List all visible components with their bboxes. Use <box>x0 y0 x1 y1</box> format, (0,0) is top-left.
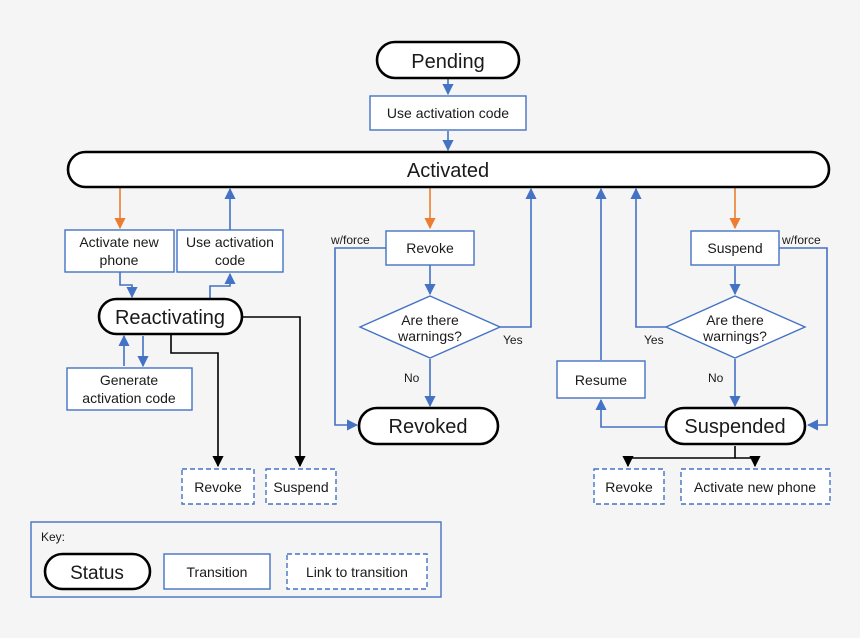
edge-label-yes-right: Yes <box>644 333 664 347</box>
edge-reactivating-to-suspend-link <box>243 316 306 468</box>
edge-reactivating-to-revoke-link <box>170 333 224 468</box>
legend-status: Status <box>43 552 152 591</box>
legend-transition-label: Transition <box>187 564 248 580</box>
link-revoke-from-reactivating[interactable]: Revoke <box>181 468 255 505</box>
edge-label-w-force-right: w/force <box>781 233 821 247</box>
status-reactivating-label: Reactivating <box>115 307 225 329</box>
link-revoke-from-reactivating-label: Revoke <box>194 479 242 495</box>
transition-suspend-label: Suspend <box>707 240 762 256</box>
status-reactivating: Reactivating <box>97 297 244 336</box>
status-revoked: Revoked <box>357 406 500 446</box>
transition-generate-line2: activation code <box>82 390 176 406</box>
connectors <box>114 79 828 468</box>
transition-use-activation-code-left: Use activation code <box>176 229 284 273</box>
edge-decision-left-yes-to-activated <box>500 187 537 328</box>
transition-activate-new-phone: Activate new phone <box>64 229 175 273</box>
transition-use-activation-code-left-line1: Use activation <box>186 234 274 250</box>
legend-link: Link to transition <box>286 553 428 590</box>
link-suspend-from-reactivating[interactable]: Suspend <box>265 468 337 505</box>
status-pending: Pending <box>375 40 521 80</box>
transition-use-activation-code-left-line2: code <box>215 252 246 268</box>
status-activated: Activated <box>66 150 831 189</box>
status-suspended: Suspended <box>664 406 807 446</box>
link-suspend-from-reactivating-label: Suspend <box>273 479 328 495</box>
transition-generate-activation-code: Generate activation code <box>66 367 193 411</box>
transition-use-activation-code-top: Use activation code <box>369 95 527 131</box>
link-activate-new-phone-from-suspended-label: Activate new phone <box>694 479 816 495</box>
link-revoke-from-suspended[interactable]: Revoke <box>593 468 665 505</box>
transition-revoke-label: Revoke <box>406 240 454 256</box>
edge-revoke-force-to-revoked <box>334 247 386 431</box>
transition-activate-new-phone-line1: Activate new <box>79 234 159 250</box>
decision-warnings-left-line1: Are there <box>401 312 459 328</box>
legend-status-label: Status <box>70 563 124 584</box>
edge-reactivating-to-use-code <box>209 272 236 300</box>
edge-activate-new-phone-to-reactivating <box>119 272 138 299</box>
status-activated-label: Activated <box>407 160 489 182</box>
decision-warnings-right-line2: warnings? <box>702 328 767 344</box>
decision-warnings-left: Are there warnings? <box>358 295 502 359</box>
edge-label-no-right: No <box>708 371 724 385</box>
transition-activate-new-phone-line2: phone <box>100 252 139 268</box>
edge-suspended-to-resume <box>595 398 666 428</box>
status-suspended-label: Suspended <box>684 416 785 438</box>
decision-warnings-right-line1: Are there <box>706 312 764 328</box>
edge-label-yes-left: Yes <box>503 333 523 347</box>
transition-resume-label: Resume <box>575 372 627 388</box>
transition-resume: Resume <box>556 360 646 399</box>
link-revoke-from-suspended-label: Revoke <box>605 479 653 495</box>
link-activate-new-phone-from-suspended[interactable]: Activate new phone <box>680 468 831 505</box>
edge-label-w-force-left: w/force <box>330 233 370 247</box>
decision-warnings-right: Are there warnings? <box>664 295 807 359</box>
edge-suspend-force-to-suspended <box>779 247 828 431</box>
edge-decision-right-yes-to-activated <box>630 187 666 328</box>
decision-warnings-left-line2: warnings? <box>397 328 462 344</box>
status-pending-label: Pending <box>411 51 484 73</box>
edge-suspended-to-links <box>622 446 736 468</box>
edge-label-no-left: No <box>404 371 420 385</box>
legend-title: Key: <box>41 530 65 544</box>
edge-suspended-to-activate-link <box>735 455 761 468</box>
transition-revoke: Revoke <box>385 230 475 266</box>
transition-suspend: Suspend <box>690 230 780 266</box>
legend-link-label: Link to transition <box>306 564 408 580</box>
transition-generate-line1: Generate <box>100 372 159 388</box>
status-revoked-label: Revoked <box>389 416 468 438</box>
transition-use-activation-code-top-label: Use activation code <box>387 105 509 121</box>
legend: Key: Status Transition Link to transitio… <box>30 521 442 598</box>
legend-transition: Transition <box>163 553 271 590</box>
